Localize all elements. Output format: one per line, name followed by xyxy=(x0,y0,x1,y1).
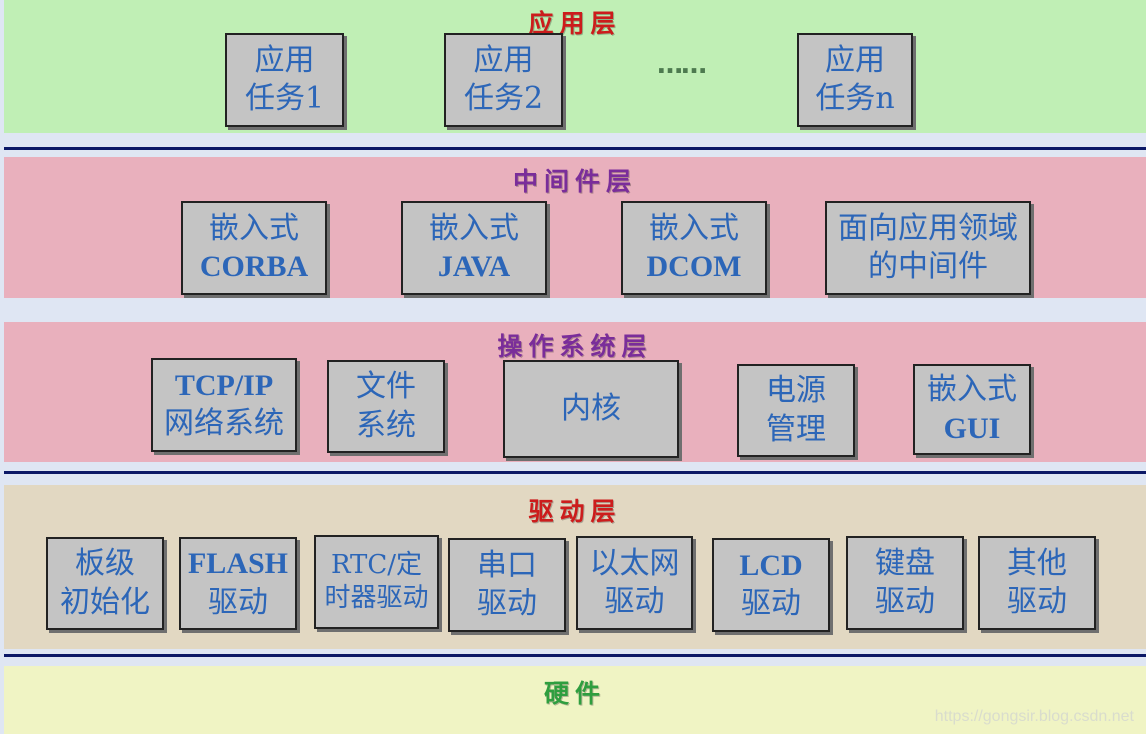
hardware-layer-title: 硬件 xyxy=(543,679,606,708)
driver-ethernet-line2: 驱动 xyxy=(604,584,665,619)
driver-rtc-line1: RTC/定 xyxy=(330,549,423,580)
middleware-domain-line1: 面向应用领域 xyxy=(838,210,1018,246)
os-tcpip-box: TCP/IP 网络系统 xyxy=(151,358,297,452)
driver-lcd-box: LCD 驱动 xyxy=(712,538,830,632)
driver-board-init-box: 板级 初始化 xyxy=(46,537,164,630)
middleware-dcom-line2: DCOM xyxy=(646,250,742,283)
app-task-n-box: 应用 任务n xyxy=(797,33,913,127)
middleware-dcom-line1: 嵌入式 xyxy=(649,210,739,246)
os-tcpip-line1: TCP/IP xyxy=(174,368,274,402)
os-power-box: 电源 管理 xyxy=(737,364,855,457)
app-task-2-line1: 应用 xyxy=(473,42,534,78)
os-kernel-box: 内核 xyxy=(503,360,679,458)
os-layer: 操作系统层 TCP/IP 网络系统 文件 系统 内核 电源 管理 嵌入式 GUI xyxy=(4,322,1146,462)
app-task-1-line2: 任务1 xyxy=(244,81,325,116)
os-tcpip-line2: 网络系统 xyxy=(164,406,284,441)
driver-other-box: 其他 驱动 xyxy=(978,536,1096,630)
os-power-line1: 电源 xyxy=(766,373,826,409)
application-layer-title: 应用层 xyxy=(528,9,622,38)
driver-flash-line2: 驱动 xyxy=(208,584,268,620)
app-task-2-line2: 任务2 xyxy=(463,81,544,116)
driver-layer: 驱动层 板级 初始化 FLASH 驱动 RTC/定 时器驱动 串口 驱动 以太网… xyxy=(4,485,1146,649)
driver-ethernet-line1: 以太网 xyxy=(589,545,680,581)
driver-ethernet-box: 以太网 驱动 xyxy=(576,536,693,630)
driver-keyboard-line2: 驱动 xyxy=(875,584,935,619)
driver-flash-box: FLASH 驱动 xyxy=(179,537,297,630)
os-gui-box: 嵌入式 GUI xyxy=(913,364,1031,455)
driver-board-init-line1: 板级 xyxy=(75,546,135,582)
driver-keyboard-line1: 键盘 xyxy=(875,545,935,581)
middleware-java-line1: 嵌入式 xyxy=(429,210,519,246)
middleware-java-box: 嵌入式 JAVA xyxy=(401,201,547,295)
middleware-corba-line1: 嵌入式 xyxy=(209,210,299,246)
os-gui-line2: GUI xyxy=(943,411,1001,445)
os-kernel-label: 内核 xyxy=(561,390,621,426)
driver-serial-line2: 驱动 xyxy=(477,586,537,621)
hardware-layer: 硬件 xyxy=(4,666,1146,734)
middleware-java-line2: JAVA xyxy=(437,250,511,283)
driver-board-init-line2: 初始化 xyxy=(60,584,150,620)
os-filesystem-line1: 文件 xyxy=(356,369,416,405)
os-power-line2: 管理 xyxy=(766,411,826,447)
application-layer: 应用层 应用 任务1 应用 任务2 …… 应用 任务n xyxy=(4,0,1146,133)
driver-serial-box: 串口 驱动 xyxy=(448,538,566,632)
driver-other-line1: 其他 xyxy=(1007,545,1067,581)
driver-other-line2: 驱动 xyxy=(1007,584,1067,619)
app-task-1-box: 应用 任务1 xyxy=(225,33,344,127)
driver-keyboard-box: 键盘 驱动 xyxy=(846,536,964,630)
middleware-layer-title: 中间件层 xyxy=(512,167,637,196)
driver-lcd-line2: 驱动 xyxy=(741,586,801,621)
os-filesystem-box: 文件 系统 xyxy=(327,360,445,453)
app-task-1-line1: 应用 xyxy=(254,42,315,78)
os-layer-title: 操作系统层 xyxy=(497,332,653,361)
middleware-dcom-box: 嵌入式 DCOM xyxy=(621,201,767,295)
watermark-text: https://gongsir.blog.csdn.net xyxy=(934,708,1134,725)
app-task-n-line2: 任务n xyxy=(815,81,895,116)
os-filesystem-line2: 系统 xyxy=(356,407,416,443)
middleware-domain-box: 面向应用领域 的中间件 xyxy=(825,201,1031,295)
app-task-n-line1: 应用 xyxy=(825,42,885,78)
separator-line xyxy=(4,654,1146,657)
app-task-2-box: 应用 任务2 xyxy=(444,33,563,127)
driver-flash-line1: FLASH xyxy=(187,547,289,581)
driver-layer-title: 驱动层 xyxy=(528,497,622,526)
separator-line xyxy=(4,471,1146,474)
middleware-corba-line2: CORBA xyxy=(199,250,309,283)
ellipsis-dots: …… xyxy=(657,50,707,80)
driver-rtc-line2: 时器驱动 xyxy=(324,583,429,613)
middleware-corba-box: 嵌入式 CORBA xyxy=(181,201,327,295)
middleware-domain-line2: 的中间件 xyxy=(868,249,988,284)
driver-lcd-line1: LCD xyxy=(739,548,803,582)
separator-line xyxy=(4,147,1146,150)
middleware-layer: 中间件层 嵌入式 CORBA 嵌入式 JAVA 嵌入式 DCOM 面向应用领域 … xyxy=(4,157,1146,298)
driver-serial-line1: 串口 xyxy=(477,547,537,583)
driver-rtc-box: RTC/定 时器驱动 xyxy=(314,535,439,629)
os-gui-line1: 嵌入式 xyxy=(927,372,1017,408)
